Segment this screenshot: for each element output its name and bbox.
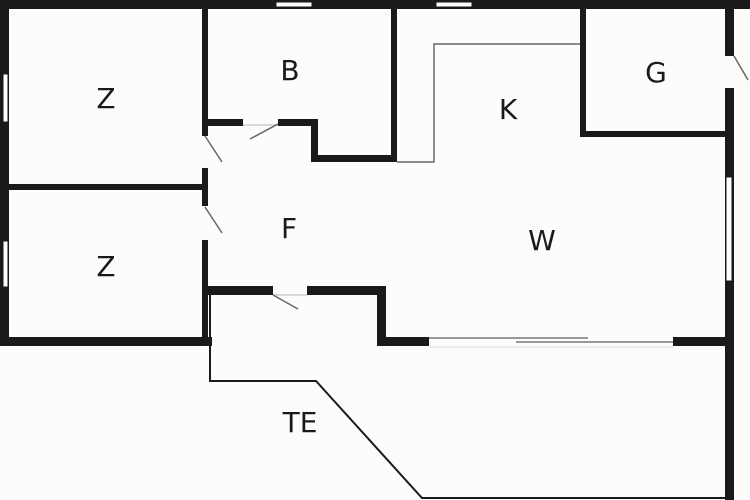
wall [673,337,730,346]
room-label-z2: Z [96,250,115,283]
room-label-b: B [280,54,299,87]
door-swing-icon [204,206,223,234]
wall [278,119,316,126]
wall [311,155,395,162]
room-label-f: F [281,212,297,245]
room-label-g: G [645,56,667,89]
wall [207,286,273,295]
wall [311,119,318,162]
wall [377,337,429,346]
wall [580,0,586,137]
room-label-z1: Z [96,82,115,115]
window [435,1,473,8]
wall [0,184,208,190]
top-wall [0,0,750,9]
wall [580,131,730,137]
door-opening [724,56,735,88]
door-swing-icon [272,294,299,310]
window [275,1,313,8]
wall [307,286,386,295]
door-swing-icon [204,135,223,163]
room-label-k: K [499,93,518,126]
window [2,240,9,288]
wall [377,286,386,346]
left-wall [0,0,9,346]
wall [202,168,208,190]
wall [202,184,208,206]
kitchen-counter [397,43,581,163]
door-swing-icon [733,55,749,81]
window [2,73,9,123]
wall [202,240,208,346]
wall [202,0,208,136]
room-label-w: W [528,224,556,257]
wall [202,119,243,126]
terrace-outline [209,295,728,499]
window [725,176,733,282]
wall [391,0,397,162]
room-label-te: TE [282,406,318,439]
door-swing-icon [249,123,279,140]
bottom-left-wall [0,337,212,346]
